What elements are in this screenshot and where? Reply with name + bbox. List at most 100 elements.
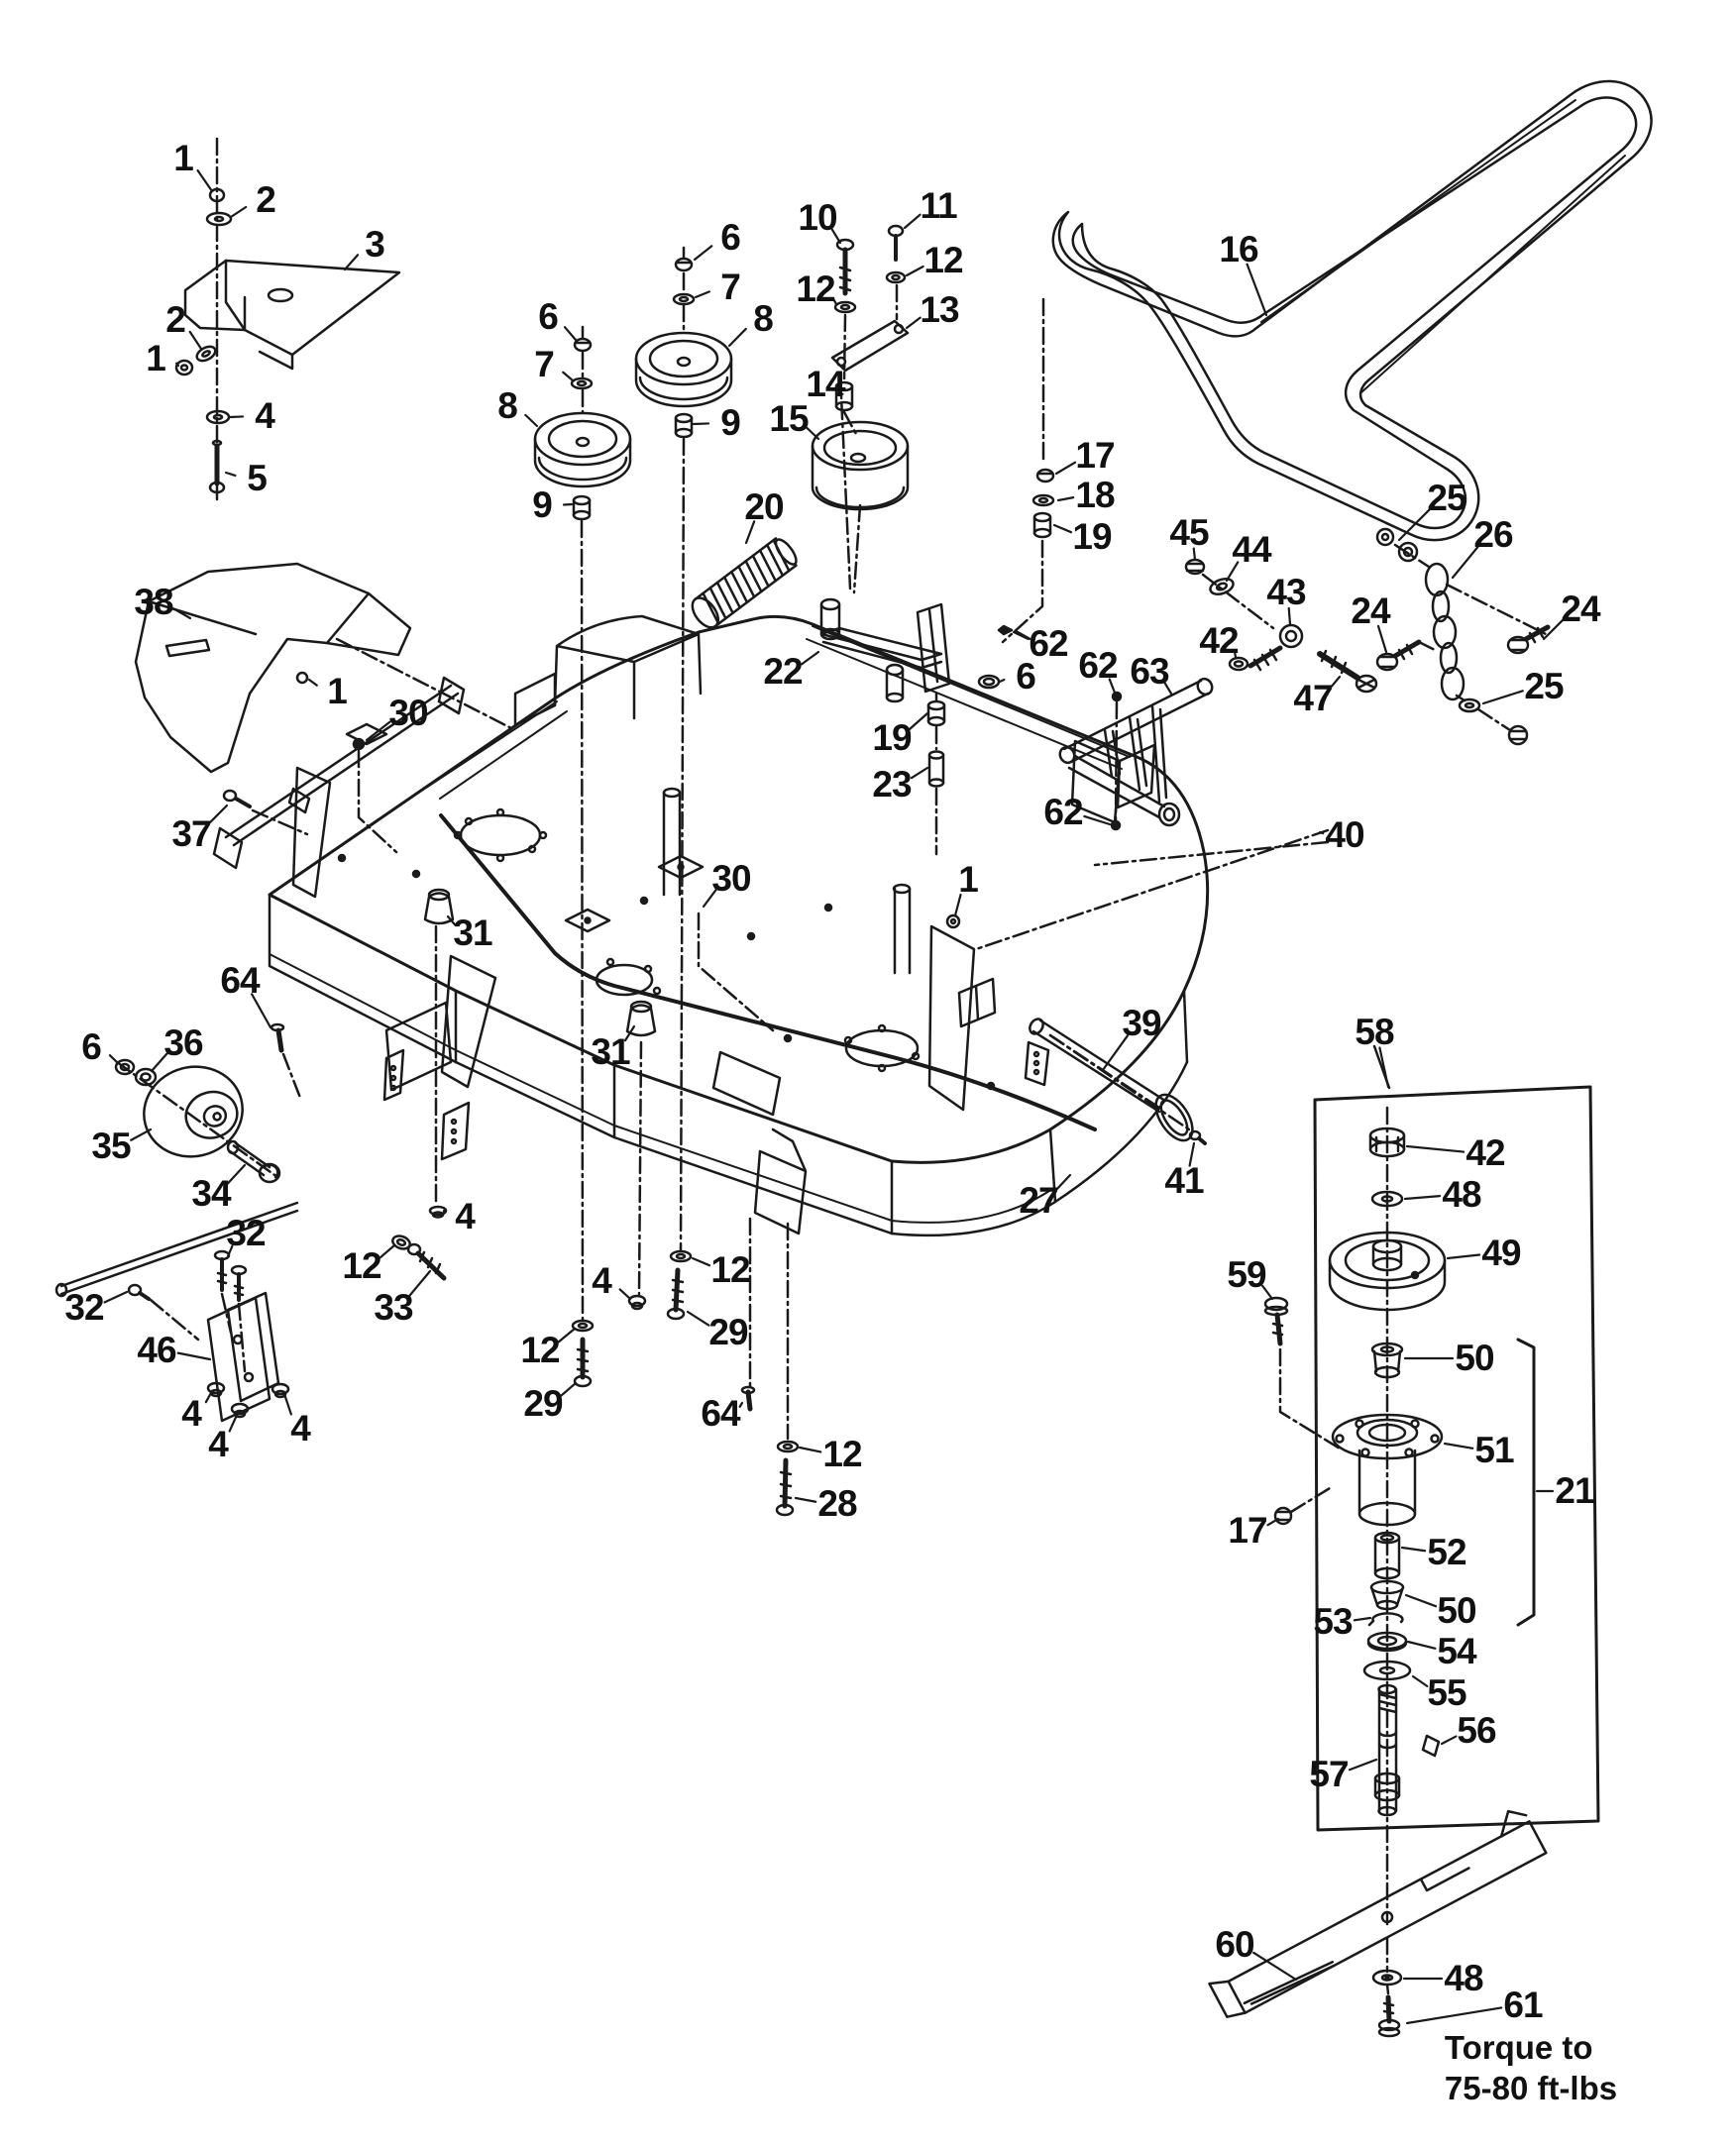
part-label-62-34: 62 xyxy=(1043,792,1083,832)
part-label-50-84: 50 xyxy=(1455,1338,1494,1378)
part-label-21-86: 21 xyxy=(1555,1470,1594,1511)
part-label-48-96: 48 xyxy=(1444,1958,1483,1998)
blade-assembly xyxy=(1208,1809,1548,2038)
part-label-9-14: 9 xyxy=(720,402,741,443)
part-label-4-69: 4 xyxy=(290,1408,311,1449)
part-label-22-27: 22 xyxy=(763,651,803,692)
leader-line-16-22 xyxy=(1246,263,1268,317)
leader-line-50-89 xyxy=(1404,1593,1438,1608)
leader-line-64-57 xyxy=(251,993,272,1029)
part-label-25-44: 25 xyxy=(1524,666,1564,706)
leader-line-62-28 xyxy=(1012,630,1030,640)
idler-assembly xyxy=(811,224,910,594)
leader-line-6-29 xyxy=(998,678,1006,684)
part-label-8-13: 8 xyxy=(753,298,774,339)
part-label-53-90: 53 xyxy=(1313,1601,1353,1642)
leader-line-25-44 xyxy=(1481,690,1524,705)
leader-line-1-0 xyxy=(196,168,214,193)
part-label-42-80: 42 xyxy=(1465,1132,1505,1173)
leader-line-45-35 xyxy=(1192,547,1197,562)
part-label-35-60: 35 xyxy=(91,1126,131,1166)
part-label-23-31: 23 xyxy=(872,764,912,805)
part-label-29-75: 29 xyxy=(708,1312,748,1352)
part-label-63-33: 63 xyxy=(1130,651,1169,692)
part-label-36-59: 36 xyxy=(163,1022,203,1063)
part-label-7-8: 7 xyxy=(534,344,555,384)
part-label-6-58: 6 xyxy=(81,1026,102,1067)
leader-line-17-87 xyxy=(1266,1517,1280,1527)
part-label-52-88: 52 xyxy=(1427,1532,1466,1572)
leader-line-31-53 xyxy=(623,1024,636,1042)
part-label-12-77: 12 xyxy=(822,1434,862,1474)
leader-line-7-12 xyxy=(694,290,710,299)
leader-line-12-77 xyxy=(798,1446,822,1453)
leader-line-24-40 xyxy=(1376,624,1388,654)
spindle-assembly-box xyxy=(1263,1044,1600,1926)
leader-line-8-13 xyxy=(727,327,747,348)
leader-line-62-32 xyxy=(1108,678,1117,695)
part-label-24-40: 24 xyxy=(1351,591,1390,631)
part-label-39-54: 39 xyxy=(1122,1003,1161,1043)
part-label-18-25: 18 xyxy=(1075,475,1115,515)
leader-line-6-11 xyxy=(693,245,713,262)
mounting-bolts xyxy=(391,1205,800,1517)
part-label-4-5: 4 xyxy=(255,395,275,436)
center-pulley-assembly xyxy=(634,246,733,1252)
part-label-4-66: 4 xyxy=(592,1260,612,1301)
leader-line-4-69 xyxy=(282,1392,292,1416)
left-pulley-assembly xyxy=(533,325,632,1322)
part-label-33-71: 33 xyxy=(374,1287,413,1328)
leader-line-35-60 xyxy=(130,1128,153,1141)
part-label-56-93: 56 xyxy=(1457,1710,1496,1751)
leader-line-12-70 xyxy=(379,1243,396,1259)
leader-line-19-30 xyxy=(908,711,929,730)
leader-line-4-66 xyxy=(618,1288,632,1301)
part-label-19-26: 19 xyxy=(1072,516,1112,557)
part-label-16-22: 16 xyxy=(1219,229,1258,269)
part-label-28-78: 28 xyxy=(817,1483,857,1524)
part-label-5-6: 5 xyxy=(247,458,268,498)
leader-line-11-16 xyxy=(903,213,922,230)
handle-weldment xyxy=(974,677,1330,951)
cover-plate-assembly xyxy=(174,137,401,502)
leader-line-52-88 xyxy=(1400,1546,1427,1553)
v-belt xyxy=(1051,79,1653,542)
part-label-4-65: 4 xyxy=(455,1196,476,1236)
leader-line-24-41 xyxy=(1542,617,1566,641)
leader-line-5-6 xyxy=(224,471,237,478)
leader-line-47-39 xyxy=(1328,675,1342,690)
leader-line-12-17 xyxy=(831,297,838,306)
leader-line-62-34 xyxy=(1083,814,1112,826)
part-label-42-38: 42 xyxy=(1199,620,1239,661)
part-label-54-91: 54 xyxy=(1437,1631,1476,1671)
leader-line-1-51 xyxy=(953,893,962,917)
part-label-12-72: 12 xyxy=(520,1330,560,1370)
part-label-45-35: 45 xyxy=(1169,512,1209,553)
part-label-4-67: 4 xyxy=(181,1393,202,1434)
part-label-62-28: 62 xyxy=(1029,623,1068,664)
part-label-51-85: 51 xyxy=(1474,1430,1514,1470)
part-label-27-56: 27 xyxy=(1019,1180,1058,1221)
part-label-8-9: 8 xyxy=(497,385,518,426)
leader-line-38-46 xyxy=(172,607,192,620)
leader-line-37-49 xyxy=(207,804,229,826)
leader-line-23-31 xyxy=(910,766,929,780)
part-label-44-36: 44 xyxy=(1232,529,1271,570)
leader-line-60-95 xyxy=(1252,1951,1298,1982)
part-label-17-87: 17 xyxy=(1228,1510,1267,1551)
leader-line-29-73 xyxy=(560,1381,578,1397)
leader-line-64-76 xyxy=(738,1401,744,1408)
torque-note: Torque to 75-80 ft-lbs xyxy=(1445,2027,1617,2108)
leader-line-4-67 xyxy=(204,1389,214,1404)
part-label-2-3: 2 xyxy=(165,299,186,340)
part-label-1-51: 1 xyxy=(958,859,979,900)
leader-line-44-36 xyxy=(1225,561,1240,583)
leader-line-42-38 xyxy=(1233,650,1238,659)
part-label-48-81: 48 xyxy=(1442,1174,1481,1215)
part-label-1-47: 1 xyxy=(327,671,348,711)
part-label-11-16: 11 xyxy=(920,185,957,226)
part-label-64-76: 64 xyxy=(701,1393,740,1434)
leader-line-25-42 xyxy=(1397,507,1432,542)
leader-line-33-71 xyxy=(407,1269,432,1298)
leader-line-40-45 xyxy=(1318,830,1325,835)
